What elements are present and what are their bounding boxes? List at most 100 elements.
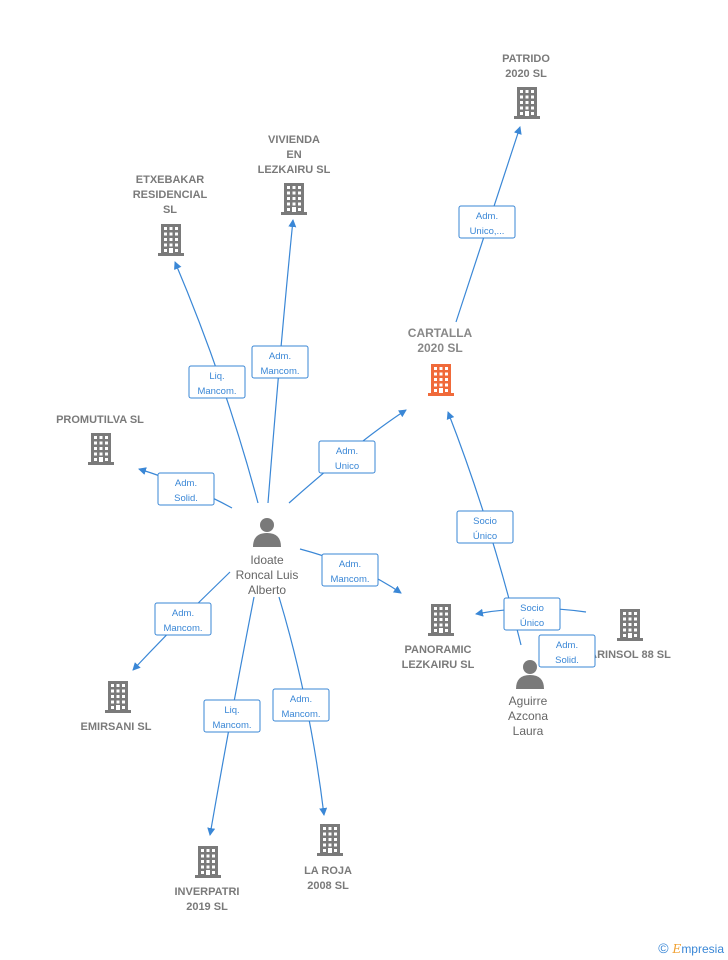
edge-label-text: Mancom. bbox=[197, 386, 236, 397]
node-arinsol[interactable]: ARINSOL 88 SL bbox=[589, 609, 671, 661]
node-label: LEZKAIRU SL bbox=[402, 659, 475, 671]
node-label: Roncal Luis bbox=[236, 568, 299, 582]
edge-label-text: Adm. bbox=[556, 640, 578, 651]
edge-label-text: Socio bbox=[520, 603, 544, 614]
edge-label-text: Único bbox=[473, 531, 497, 542]
edge-label-text: Adm. bbox=[269, 351, 291, 362]
building-icon bbox=[617, 609, 643, 641]
edge-label-box bbox=[503, 597, 561, 631]
building-icon bbox=[428, 604, 454, 636]
node-label: 2008 SL bbox=[307, 880, 349, 892]
edge-label-text: Adm. bbox=[339, 559, 361, 570]
edge-label-text: Solid. bbox=[555, 655, 579, 666]
edge-label-idoate-promutilva[interactable]: Adm. Solid. bbox=[157, 472, 215, 506]
node-patrido[interactable]: PATRIDO 2020 SL bbox=[502, 53, 550, 119]
brand-watermark: ©Empresia bbox=[658, 940, 724, 956]
edge-label-text: Solid. bbox=[174, 493, 198, 504]
edge-label-box bbox=[321, 553, 379, 587]
edge-label-idoate-etxebakar[interactable]: Liq. Mancom. bbox=[188, 365, 246, 399]
node-etxebakar[interactable]: ETXEBAKAR RESIDENCIAL SL bbox=[133, 174, 208, 256]
edge-label-box bbox=[251, 345, 309, 379]
copyright-icon: © bbox=[658, 940, 669, 956]
node-panoramic[interactable]: PANORAMIC LEZKAIRU SL bbox=[402, 604, 475, 671]
person-icon bbox=[516, 660, 544, 689]
edge-label-box bbox=[456, 510, 514, 544]
edge-label-text: Socio bbox=[473, 516, 497, 527]
edge-label-aguirre-arinsol[interactable]: Adm. Solid. bbox=[538, 634, 596, 668]
node-promutilva[interactable]: PROMUTILVA SL bbox=[56, 414, 144, 465]
edge-label-text: Unico bbox=[335, 461, 359, 472]
edge-label-idoate-cartalla[interactable]: Adm. Unico bbox=[318, 440, 376, 474]
edge-label-text: Adm. bbox=[336, 446, 358, 457]
node-label: EMIRSANI SL bbox=[81, 721, 152, 733]
building-icon bbox=[281, 183, 307, 215]
edge-label-text: Mancom. bbox=[212, 720, 251, 731]
edge-label-box bbox=[318, 440, 376, 474]
node-label: 2020 SL bbox=[417, 341, 462, 355]
node-label: PANORAMIC bbox=[404, 644, 471, 656]
node-label: Azcona bbox=[508, 709, 548, 723]
edge-label-box bbox=[538, 634, 596, 668]
edge-label-idoate-vivienda[interactable]: Adm. Mancom. bbox=[251, 345, 309, 379]
edge-label-idoate-panoramic[interactable]: Adm. Mancom. bbox=[321, 553, 379, 587]
edge-label-text: Adm. bbox=[290, 694, 312, 705]
node-label: PATRIDO bbox=[502, 53, 550, 65]
edge-label-text: Mancom. bbox=[281, 709, 320, 720]
node-label: CARTALLA bbox=[408, 326, 473, 340]
node-label: ARINSOL 88 SL bbox=[589, 649, 671, 661]
node-label: Alberto bbox=[248, 583, 286, 597]
node-laroja[interactable]: LA ROJA 2008 SL bbox=[304, 824, 352, 892]
building-icon bbox=[428, 364, 454, 396]
edge-label-box bbox=[203, 699, 261, 733]
node-label: PROMUTILVA SL bbox=[56, 414, 144, 426]
edge-label-idoate-laroja[interactable]: Adm. Mancom. bbox=[272, 688, 330, 722]
building-icon bbox=[158, 224, 184, 256]
edge-label-text: Mancom. bbox=[163, 623, 202, 634]
edge-label-text: Mancom. bbox=[260, 366, 299, 377]
edge-label-box bbox=[188, 365, 246, 399]
building-icon bbox=[317, 824, 343, 856]
node-label: 2020 SL bbox=[505, 68, 547, 80]
node-emirsani[interactable]: EMIRSANI SL bbox=[81, 681, 152, 733]
node-label: LA ROJA bbox=[304, 865, 352, 877]
edge-label-text: Liq. bbox=[209, 371, 224, 382]
edge-label-box bbox=[458, 205, 516, 239]
edge-label-text: Único bbox=[520, 618, 544, 629]
node-label: INVERPATRI bbox=[175, 886, 240, 898]
node-label: RESIDENCIAL bbox=[133, 189, 208, 201]
person-icon bbox=[253, 518, 281, 547]
brand-name: mpresia bbox=[681, 942, 724, 956]
node-inverpatri[interactable]: INVERPATRI 2019 SL bbox=[175, 846, 240, 913]
edge-label-text: Adm. bbox=[476, 211, 498, 222]
edge-label-text: Unico,... bbox=[470, 226, 505, 237]
edge-label-box bbox=[272, 688, 330, 722]
building-icon bbox=[88, 433, 114, 465]
edge-label-idoate-emirsani[interactable]: Adm. Mancom. bbox=[154, 602, 212, 636]
building-icon bbox=[514, 87, 540, 119]
edge-label-cartalla-patrido[interactable]: Adm. Unico,... bbox=[458, 205, 516, 239]
edge-label-text: Mancom. bbox=[330, 574, 369, 585]
node-label: VIVIENDA bbox=[268, 134, 320, 146]
node-label: ETXEBAKAR bbox=[136, 174, 205, 186]
node-label: LEZKAIRU SL bbox=[258, 164, 331, 176]
node-label: EN bbox=[286, 149, 301, 161]
node-label: Aguirre bbox=[509, 694, 548, 708]
building-icon bbox=[195, 846, 221, 878]
edge-label-idoate-inverpatri[interactable]: Liq. Mancom. bbox=[203, 699, 261, 733]
edge-label-text: Liq. bbox=[224, 705, 239, 716]
node-label: 2019 SL bbox=[186, 901, 228, 913]
node-label: Idoate bbox=[250, 553, 284, 567]
edge-label-box bbox=[157, 472, 215, 506]
node-label: SL bbox=[163, 204, 177, 216]
brand-initial: E bbox=[672, 942, 682, 956]
edge-label-text: Adm. bbox=[175, 478, 197, 489]
edge-label-text: Adm. bbox=[172, 608, 194, 619]
node-vivienda[interactable]: VIVIENDA EN LEZKAIRU SL bbox=[258, 134, 331, 215]
building-icon bbox=[105, 681, 131, 713]
